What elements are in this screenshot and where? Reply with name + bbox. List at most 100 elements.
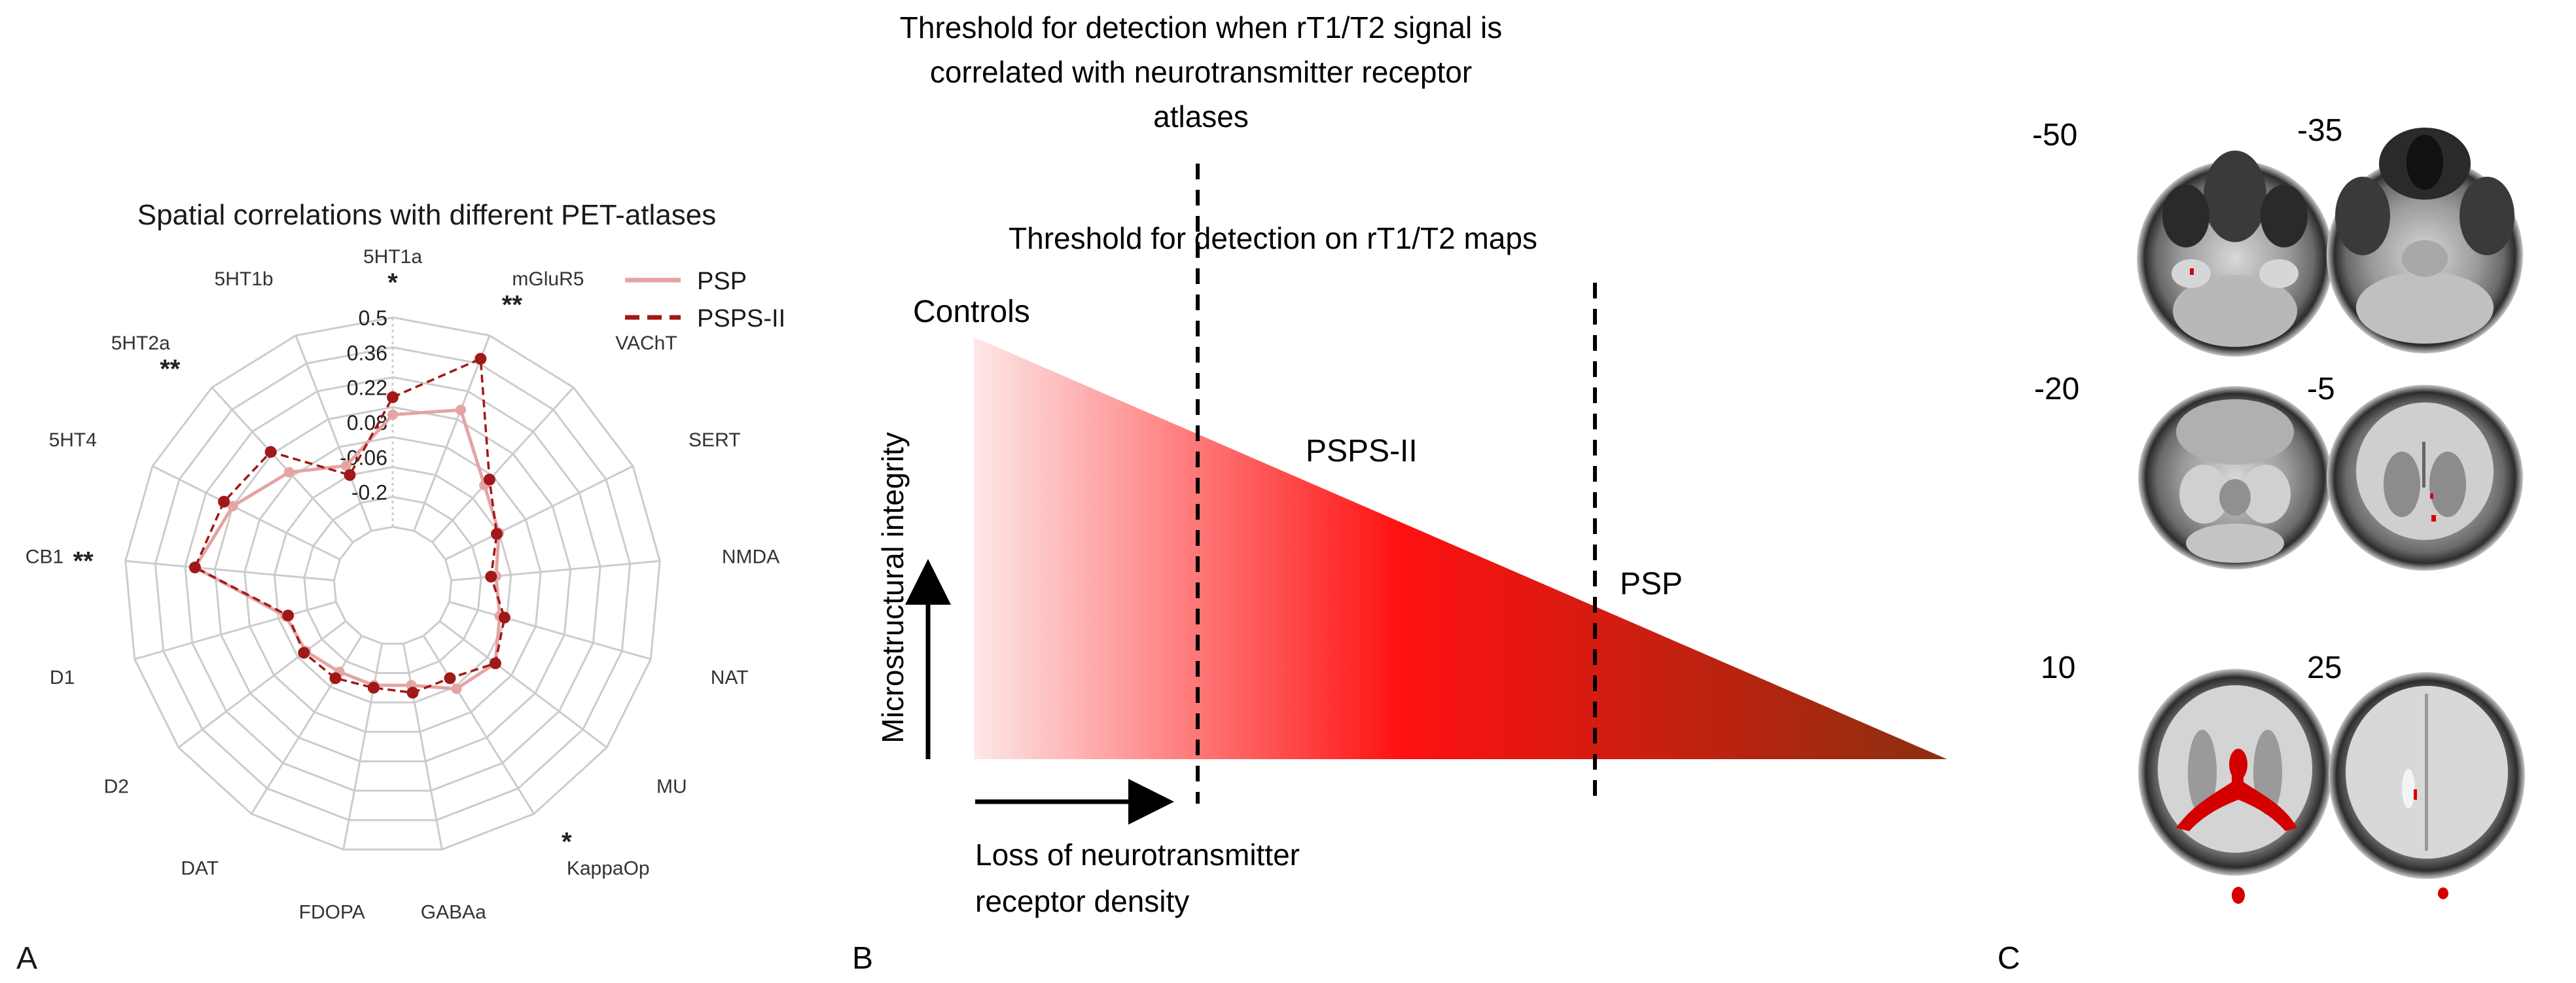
radar-point <box>387 391 399 403</box>
slice-label-4: -5 <box>2307 372 2335 406</box>
psp-label: PSP <box>1620 567 1683 601</box>
radar-spoke <box>431 386 575 543</box>
slice-label-5: 10 <box>2041 651 2075 685</box>
radar-series <box>188 353 510 699</box>
legend-psps-label: PSPS-II <box>697 305 785 332</box>
radar-point <box>406 687 419 699</box>
radar-title: Spatial correlations with different PET-… <box>137 199 717 231</box>
radar-tick-label: -0.2 <box>351 481 387 505</box>
radar-tick-label: 0.22 <box>347 376 387 400</box>
radar-axis-label: KappaOp <box>567 857 650 879</box>
radar-spoke <box>134 601 336 660</box>
brain-slice-10 <box>2138 669 2332 904</box>
radar-axis-label: D2 <box>104 776 129 797</box>
radar-axis-label: 5HT2a <box>111 332 170 354</box>
radar-radial-ticks: 0.50.360.220.08-0.06-0.2 <box>340 306 387 505</box>
radar-axis-label: VAChT <box>615 332 677 354</box>
integrity-wedge <box>974 337 1947 759</box>
legend-psp-label: PSP <box>697 268 747 295</box>
brain-slice-25 <box>2329 672 2525 899</box>
y-axis-label: Microstructural integrity <box>876 432 910 743</box>
radar-axis-label: 5HT4 <box>49 429 97 451</box>
panel-label-c: C <box>1997 941 2020 976</box>
radar-ring <box>303 495 482 674</box>
radar-significance-star: ** <box>160 355 181 384</box>
radar-ring <box>154 346 632 821</box>
radar-spoke <box>423 635 535 815</box>
brain-slices-panel: -50 -35 -20 <box>1997 113 2525 976</box>
radar-axis-label: D1 <box>50 667 75 688</box>
radar-axis-label: CB1 <box>26 546 63 567</box>
radar-spoke <box>177 620 347 749</box>
radar-significance-star: * <box>387 268 398 297</box>
radar-point <box>474 353 487 365</box>
slice-label-2: -35 <box>2297 113 2342 148</box>
radar-point <box>490 527 503 540</box>
slice-label-6: 25 <box>2307 651 2342 685</box>
radar-significance-star: * <box>562 827 572 856</box>
radar-point <box>344 469 356 481</box>
radar-point <box>483 473 495 486</box>
radar-significance-star: ** <box>502 291 523 319</box>
radar-tick-label: 0.36 <box>347 341 387 365</box>
radar-axis-label: SERT <box>689 429 740 451</box>
radar-significance-star: ** <box>73 546 94 575</box>
x-axis-label-line2: receptor density <box>975 884 1189 918</box>
radar-chart: Spatial correlations with different PET-… <box>16 199 785 976</box>
radar-point <box>218 495 230 508</box>
radar-axis-label: GABAa <box>421 901 486 923</box>
radar-ring <box>213 406 572 762</box>
radar-spoke <box>250 635 363 815</box>
threshold1-line3: atlases <box>1153 99 1249 134</box>
radar-axis-label: 5HT1b <box>215 268 274 290</box>
radar-axis-labels: 5HT1a*mGluR5**VAChTSERTNMDANATMUKappaOp*… <box>26 246 779 923</box>
radar-point <box>283 467 295 478</box>
radar-ring <box>243 436 542 733</box>
x-axis-label-line1: Loss of neurotransmitter <box>975 838 1300 872</box>
radar-ring <box>124 316 661 851</box>
radar-point <box>298 647 310 659</box>
radar-axis-label: DAT <box>181 857 219 879</box>
radar-spoke <box>444 465 634 561</box>
radar-point <box>367 681 380 694</box>
radar-point <box>444 672 456 685</box>
radar-spoke <box>402 643 443 850</box>
radar-spoke <box>211 386 354 543</box>
brain-slice-minus50 <box>2137 151 2333 357</box>
threshold1-line1: Threshold for detection when rT1/T2 sign… <box>900 10 1502 45</box>
brain-slice-minus20 <box>2138 386 2332 569</box>
slice-label-3: -20 <box>2034 372 2079 406</box>
threshold1-line2: correlated with neurotransmitter recepto… <box>930 55 1472 89</box>
radar-point <box>329 672 342 685</box>
radar-legend: PSP PSPS-II <box>625 268 785 332</box>
radar-tick-label: 0.08 <box>347 411 387 435</box>
radar-spoke <box>295 335 372 531</box>
radar-axis-label: FDOPA <box>299 901 365 923</box>
radar-spoke <box>449 601 651 660</box>
controls-label: Controls <box>913 295 1030 329</box>
radar-series-line <box>193 357 506 694</box>
radar-point <box>498 611 510 624</box>
radar-spoke <box>342 643 383 850</box>
brain-slice-minus5 <box>2327 385 2523 571</box>
brain-slice-minus35 <box>2327 128 2523 353</box>
radar-axis-label: NAT <box>711 667 749 688</box>
radar-ring <box>184 376 601 792</box>
panel-label-b: B <box>852 941 873 976</box>
psps-label: PSPS-II <box>1306 434 1418 469</box>
radar-point <box>456 404 467 416</box>
radar-spoke <box>413 335 491 531</box>
schematic-panel: Threshold for detection when rT1/T2 sign… <box>852 10 1947 976</box>
radar-point <box>387 409 398 420</box>
radar-point <box>485 571 497 583</box>
radar-spoke <box>438 620 608 749</box>
radar-point <box>264 446 277 458</box>
radar-spoke <box>125 560 334 582</box>
radar-axis-label: mGluR5 <box>512 268 584 290</box>
radar-axis-label: MU <box>656 776 687 797</box>
threshold2-label: Threshold for detection on rT1/T2 maps <box>1009 221 1537 255</box>
panel-label-a: A <box>16 941 37 976</box>
radar-ring <box>332 526 453 645</box>
radar-axis-label: 5HT1a <box>363 246 422 268</box>
